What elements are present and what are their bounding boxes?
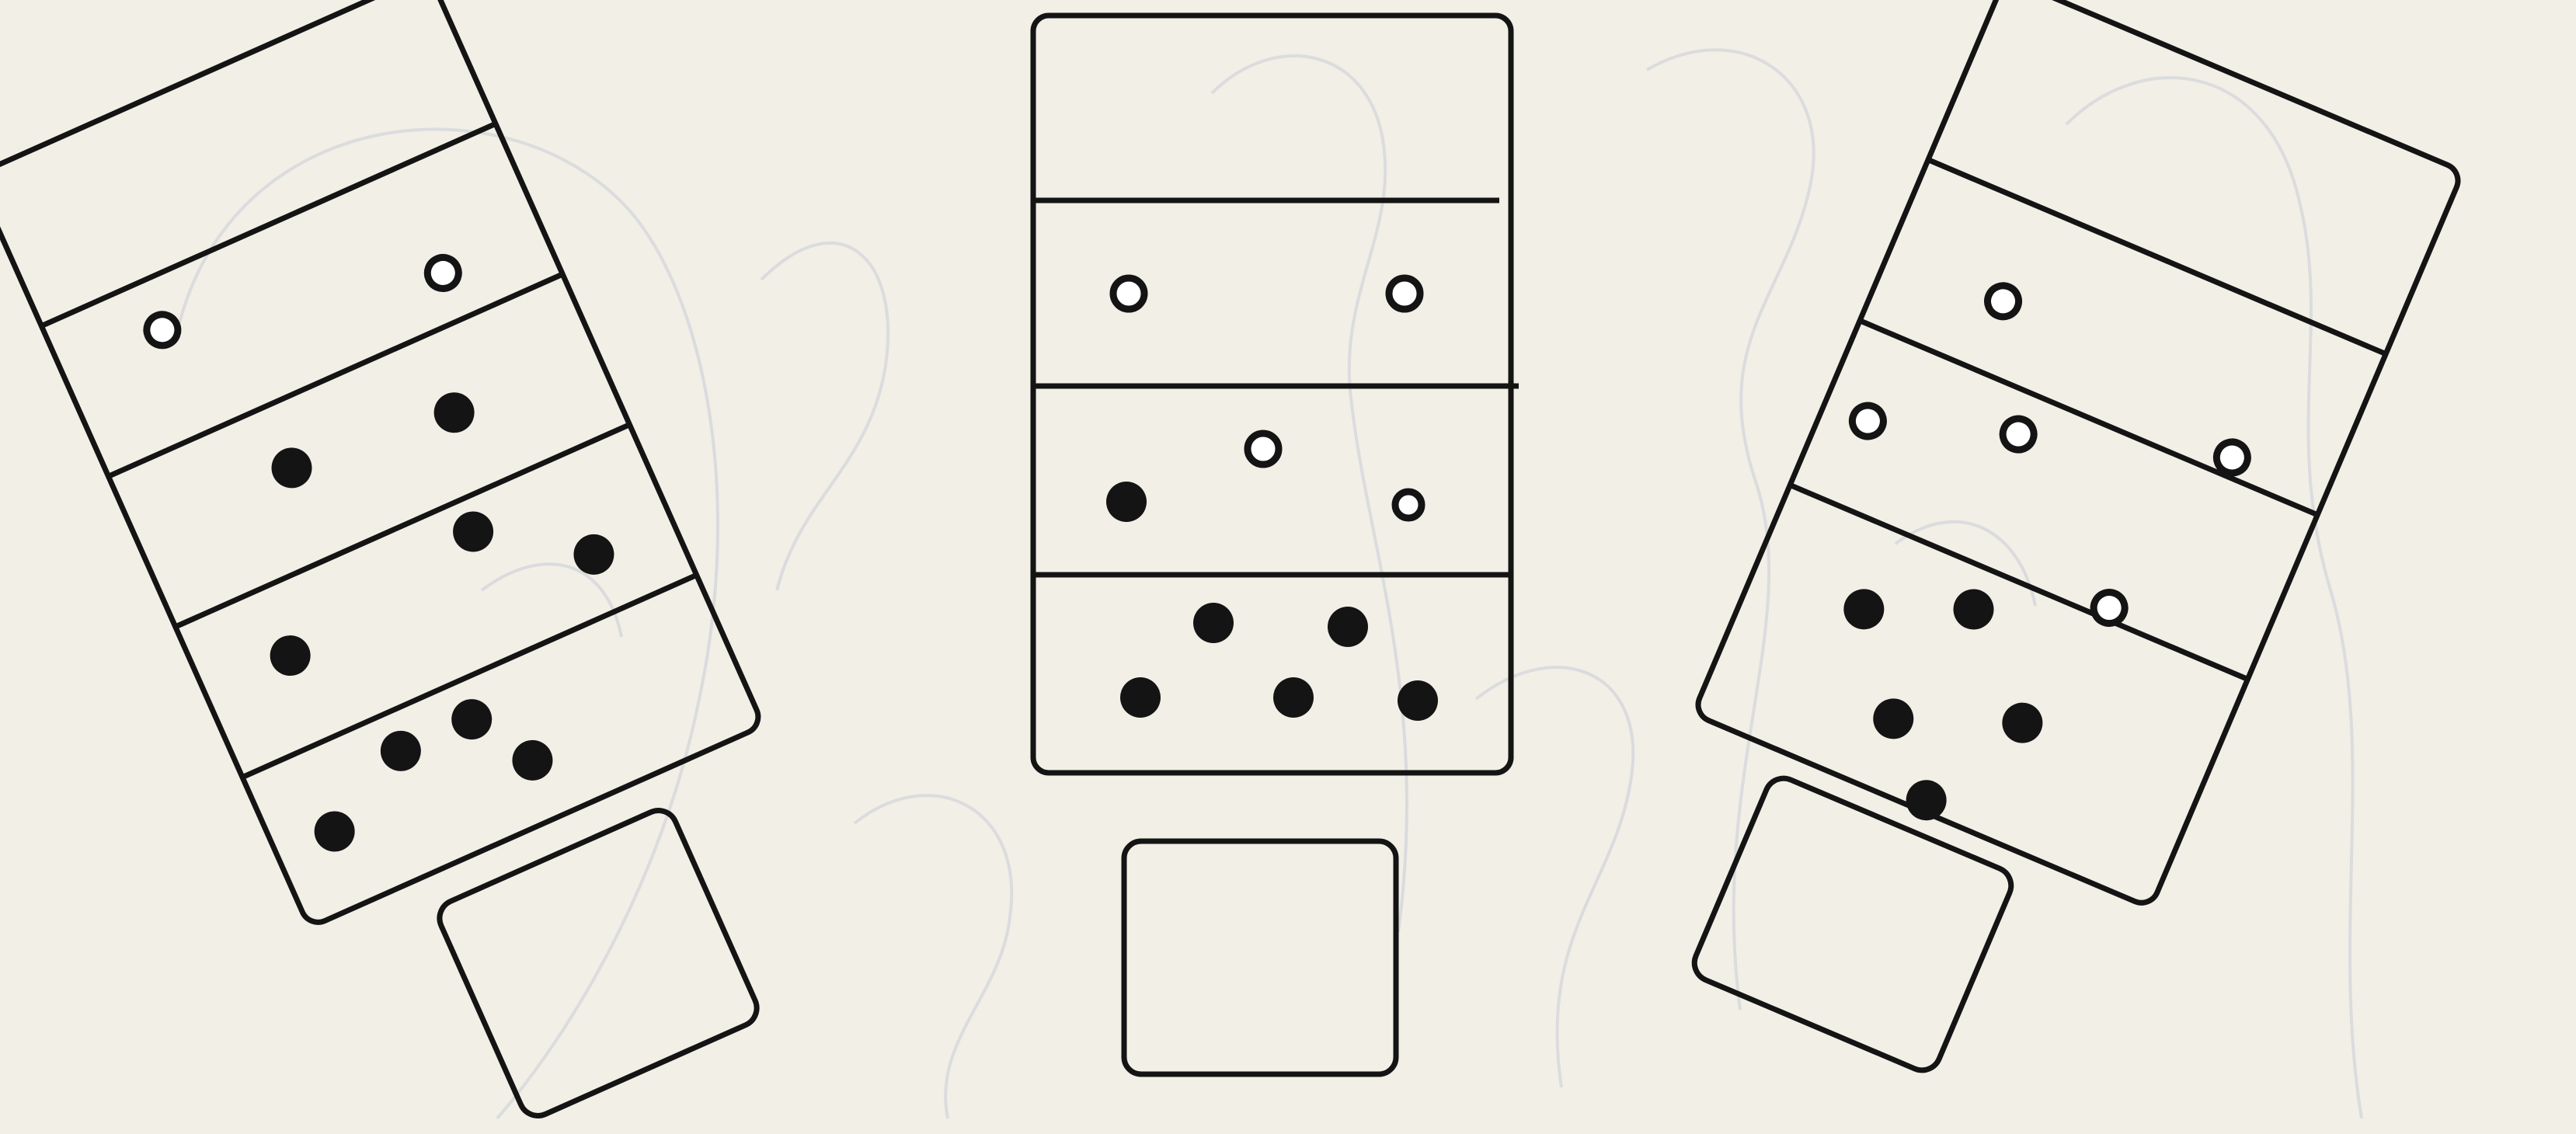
background-sketch bbox=[179, 50, 2362, 1118]
row-divider bbox=[1790, 485, 2247, 679]
row-divider bbox=[41, 123, 496, 325]
row-divider bbox=[109, 274, 563, 476]
card-outline bbox=[0, 0, 764, 927]
open-dot bbox=[1998, 414, 2038, 454]
filled-dot bbox=[1273, 677, 1314, 718]
filled-dot bbox=[1193, 603, 1234, 643]
filled-dot bbox=[1867, 692, 1920, 745]
card-left bbox=[0, 0, 764, 927]
filled-dot bbox=[1328, 607, 1368, 647]
filled-dot bbox=[1398, 680, 1438, 721]
open-dot bbox=[141, 309, 183, 350]
row-divider bbox=[1928, 160, 2386, 354]
open-dot bbox=[2089, 587, 2129, 628]
filled-dot bbox=[427, 386, 481, 440]
card-outline bbox=[1693, 0, 2463, 908]
row-divider bbox=[242, 575, 697, 777]
card-middle bbox=[1033, 16, 1519, 773]
filled-dot bbox=[1947, 583, 2000, 635]
filled-dot bbox=[374, 724, 428, 777]
open-dot bbox=[1847, 401, 1888, 441]
filled-dot bbox=[445, 693, 499, 746]
open-dot bbox=[1248, 433, 1279, 464]
filled-dot bbox=[567, 528, 621, 582]
answer-box-middle[interactable] bbox=[1124, 841, 1396, 1074]
open-dot bbox=[1389, 278, 1420, 309]
filled-dot bbox=[506, 734, 559, 788]
filled-dot bbox=[1837, 583, 1890, 635]
filled-dot bbox=[447, 505, 500, 558]
open-dot bbox=[1113, 278, 1144, 309]
card-outline bbox=[1033, 16, 1511, 773]
filled-dot bbox=[265, 441, 319, 495]
filled-dot bbox=[308, 805, 361, 858]
filled-dot bbox=[1106, 482, 1147, 522]
open-dot bbox=[1982, 281, 2023, 322]
open-dot bbox=[423, 252, 464, 294]
filled-dot bbox=[263, 629, 317, 683]
row-divider bbox=[1860, 321, 2317, 515]
open-dot bbox=[1395, 492, 1422, 518]
card-right bbox=[1690, 0, 2463, 916]
filled-dot bbox=[1996, 697, 2049, 750]
row-divider bbox=[176, 425, 630, 627]
filled-dot bbox=[1120, 677, 1161, 718]
